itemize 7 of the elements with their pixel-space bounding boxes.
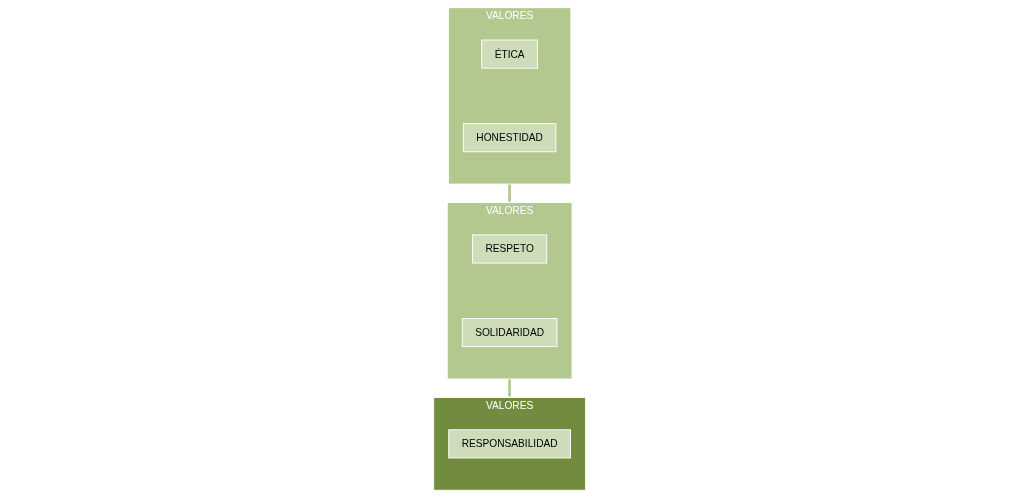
node-box: ÉTICA <box>481 39 539 69</box>
arrow <box>507 378 513 398</box>
node-box: HONESTIDAD <box>463 122 557 152</box>
node-box: SOLIDARIDAD <box>462 317 558 347</box>
arrow <box>507 183 513 203</box>
node-box: RESPONSABILIDAD <box>448 428 572 458</box>
node-box: RESPETO <box>472 233 548 264</box>
